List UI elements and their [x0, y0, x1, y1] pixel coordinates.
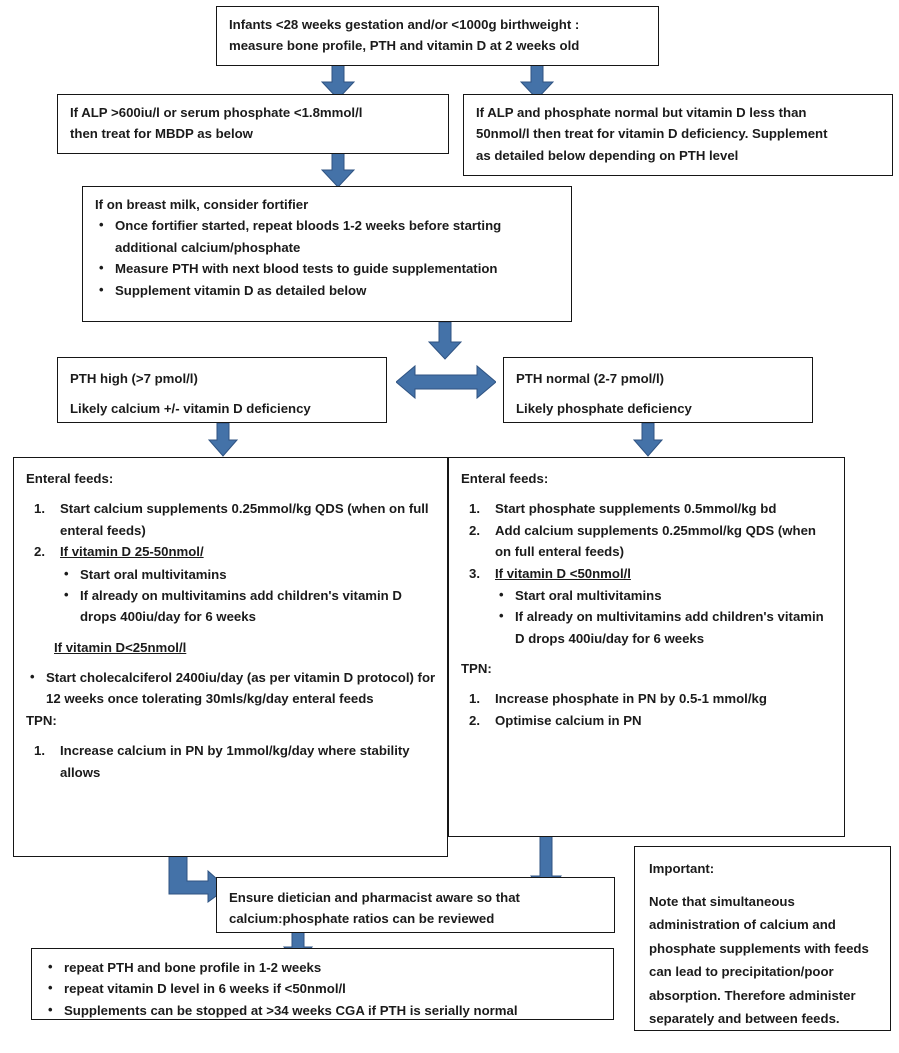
list-item: Optimise calcium in PN [469, 710, 642, 732]
list-item: If vitamin D 25-50nmol/ Start oral multi… [26, 541, 437, 628]
node-left-treatment: Enteral feeds: Start calcium supplements… [13, 457, 448, 857]
list-item: If vitamin D <50nmol/l Start oral multiv… [461, 563, 834, 650]
node-alp-normal: If ALP and phosphate normal but vitamin … [463, 94, 893, 176]
node-pth-high-line1: PTH high (>7 pmol/l) [70, 371, 198, 386]
list-item: repeat PTH and bone profile in 1-2 weeks [44, 956, 603, 978]
arrow-pth-high-to-left-treatment [208, 423, 238, 457]
list-item: Start phosphate supplements 0.5mmol/kg b… [469, 498, 777, 520]
right-tpn-heading: TPN: [461, 661, 492, 676]
left-tpn-list: Increase calcium in PN by 1mmol/kg/day w… [26, 740, 437, 783]
node-breast-milk: If on breast milk, consider fortifier On… [82, 186, 572, 322]
node-alp-normal-line2: 50nmol/l then treat for vitamin D defici… [476, 126, 828, 142]
node-important: Important: Note that simultaneous admini… [634, 846, 891, 1031]
arrow-pth-normal-to-right-treatment [633, 423, 663, 457]
list-item: Start cholecalciferol 2400iu/day (as per… [26, 666, 437, 710]
left-tpn-heading: TPN: [26, 712, 57, 728]
node-breast-milk-bullets: Once fortifier started, repeat bloods 1-… [95, 214, 561, 301]
left-enteral-heading: Enteral feeds: [26, 471, 114, 486]
list-item: If already on multivitamins add children… [60, 584, 437, 628]
node-followup: repeat PTH and bone profile in 1-2 weeks… [31, 948, 614, 1020]
list-item: Once fortifier started, repeat bloods 1-… [95, 214, 561, 258]
node-pth-normal-line1: PTH normal (2-7 pmol/l) [516, 371, 665, 386]
node-right-treatment: Enteral feeds: Start phosphate supplemen… [448, 457, 845, 837]
arrow-breast-milk-to-branch [428, 322, 462, 360]
right-enteral-heading: Enteral feeds: [461, 471, 549, 486]
left-item2-underlined: If vitamin D 25-50nmol/ [60, 544, 204, 560]
node-important-heading: Important: [649, 861, 715, 876]
list-item: Start oral multivitamins [60, 562, 437, 585]
node-alp-normal-line3: as detailed below depending on PTH level [476, 147, 739, 163]
list-item: Increase calcium in PN by 1mmol/kg/day w… [34, 740, 410, 780]
node-dietician: Ensure dietician and pharmacist aware so… [216, 877, 615, 933]
list-item: Start calcium supplements 0.25mmol/kg QD… [34, 498, 429, 538]
node-pth-high: PTH high (>7 pmol/l) Likely calcium +/- … [57, 357, 387, 423]
list-item: Supplement vitamin D as detailed below [95, 278, 561, 301]
node-pth-normal-line2: Likely phosphate deficiency [516, 401, 692, 417]
right-item3-bullets: Start oral multivitamins If already on m… [495, 584, 834, 649]
node-followup-bullets: repeat PTH and bone profile in 1-2 weeks… [44, 956, 603, 1021]
node-alp-abnormal-line1: If ALP >600iu/l or serum phosphate <1.8m… [70, 105, 363, 120]
node-alp-abnormal-line2: then treat for MBDP as below [70, 126, 253, 142]
node-breast-milk-heading: If on breast milk, consider fortifier [95, 197, 309, 212]
right-tpn-list: Increase phosphate in PN by 0.5-1 mmol/k… [461, 688, 834, 731]
node-important-body: Note that simultaneous administration of… [649, 893, 869, 1027]
right-enteral-list: Start phosphate supplements 0.5mmol/kg b… [461, 498, 834, 649]
node-alp-normal-line1: If ALP and phosphate normal but vitamin … [476, 105, 807, 120]
arrow-alp-abnormal-to-breast-milk [321, 150, 355, 188]
node-dietician-line2: calcium:phosphate ratios can be reviewed [229, 911, 495, 927]
right-item3-underlined: If vitamin D <50nmol/l [495, 565, 631, 581]
list-item: repeat vitamin D level in 6 weeks if <50… [44, 977, 603, 999]
left-sub-heading: If vitamin D<25nmol/l [54, 639, 187, 655]
node-dietician-line1: Ensure dietician and pharmacist aware so… [229, 890, 520, 905]
list-item: If already on multivitamins add children… [495, 605, 834, 649]
list-item: Add calcium supplements 0.25mmol/kg QDS … [469, 520, 816, 560]
node-pth-high-line2: Likely calcium +/- vitamin D deficiency [70, 401, 311, 417]
list-item: Supplements can be stopped at >34 weeks … [44, 999, 603, 1021]
node-start-line2: measure bone profile, PTH and vitamin D … [229, 38, 580, 54]
node-start: Infants <28 weeks gestation and/or <1000… [216, 6, 659, 66]
list-item: Measure PTH with next blood tests to gui… [95, 257, 561, 279]
list-item: Start oral multivitamins [495, 584, 834, 606]
node-alp-abnormal: If ALP >600iu/l or serum phosphate <1.8m… [57, 94, 449, 154]
list-item: Increase phosphate in PN by 0.5-1 mmol/k… [469, 688, 767, 710]
node-pth-normal: PTH normal (2-7 pmol/l) Likely phosphate… [503, 357, 813, 423]
left-enteral-list: Start calcium supplements 0.25mmol/kg QD… [26, 498, 437, 627]
arrow-pth-high-pth-normal [396, 363, 496, 401]
left-item2-bullets: Start oral multivitamins If already on m… [60, 562, 437, 628]
left-sub-bullets: Start cholecalciferol 2400iu/day (as per… [26, 666, 437, 710]
node-start-line1: Infants <28 weeks gestation and/or <1000… [229, 17, 580, 32]
